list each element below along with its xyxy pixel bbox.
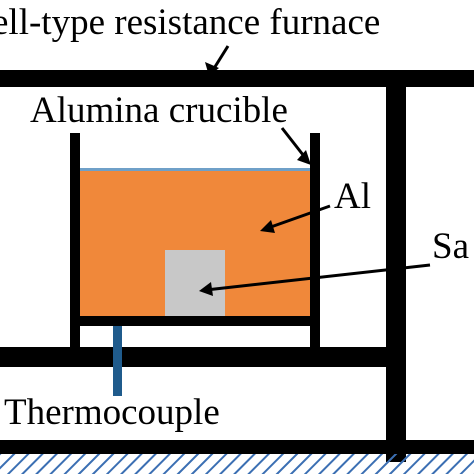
thermocouple-probe (113, 326, 122, 396)
arrowheads (199, 62, 311, 296)
crucible-bottom (70, 316, 320, 326)
crucible-left-wall (70, 133, 80, 349)
furnace-top-beam (0, 70, 474, 87)
melt-label: Al (334, 176, 371, 217)
sample-arrow (205, 263, 431, 292)
sample-arrowhead (199, 282, 213, 296)
thermocouple-label: Thermocouple (4, 392, 220, 433)
furnace-label: ell-type resistance furnace (0, 2, 380, 43)
crucible-right-wall (310, 133, 320, 349)
melt-arrowhead (260, 220, 275, 233)
sample-label: Sa (432, 226, 469, 267)
sample-block (165, 250, 225, 316)
furnace-shelf (0, 347, 406, 367)
furnace-base (0, 440, 474, 454)
crucible-label: Alumina crucible (30, 90, 288, 131)
pointer-arrows (205, 45, 431, 292)
melt-arrow (267, 204, 331, 230)
melt-surface (80, 168, 310, 171)
crucible-arrowhead (297, 150, 311, 165)
furnace-right-wall (386, 70, 406, 462)
furnace-arrow (211, 45, 230, 71)
furnace-arrowhead (205, 62, 219, 76)
ground-hatch (0, 454, 474, 474)
